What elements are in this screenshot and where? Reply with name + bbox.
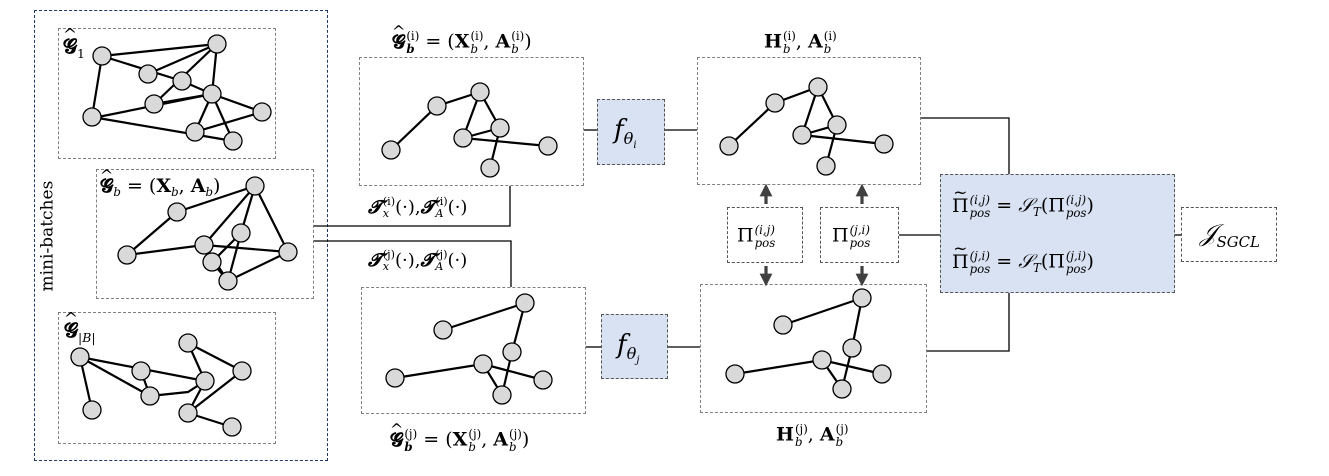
encoder-j-label: fθj [617, 330, 640, 366]
connector-batch-to-view-i [314, 186, 511, 227]
connector-embed-i-sinkhorn [921, 117, 1010, 174]
embedding-i-box [697, 57, 921, 185]
graph-b-label: 𝓖b = (Xb, Ab) [100, 177, 220, 199]
graph-view-j [385, 293, 553, 405]
sinkhorn-box [940, 174, 1175, 293]
pi-ji-box [820, 207, 899, 263]
connector-lines [314, 117, 1181, 352]
graph-embedding-i [719, 77, 894, 176]
view-i-box [359, 57, 584, 186]
embedding-j-title: H(j)b, A(j)b [776, 422, 849, 449]
pi-ij-label: Π(i,j)pos [737, 223, 776, 250]
view-i-title: 𝓖(i)b = (X(i)b, A(i)b) [392, 30, 532, 55]
graph-embedding-j [725, 288, 892, 399]
encoder-j-box [601, 314, 668, 379]
graph-b-box [96, 169, 314, 299]
augmentation-i-label: 𝓣(i)x(·),𝓣(i)A(·) [368, 195, 468, 221]
view-j-box [361, 287, 586, 414]
graph-1 [82, 34, 272, 151]
graph-B-box [58, 312, 276, 444]
sinkhorn-eq-ij: Π(i,j)pos = 𝒮T(Π(i,j)pos) [952, 194, 1094, 219]
connector-batch-to-view-j [314, 240, 512, 287]
pi-ji-label: Π(j,i)pos [832, 223, 871, 250]
sinkhorn-eq-ji: Π(j,i)pos = 𝒮T(Π(j,i)pos) [952, 250, 1094, 275]
graph-1-box [58, 28, 276, 159]
encoder-i-box [597, 99, 665, 165]
graph-view-i [381, 82, 558, 178]
graph-b [117, 176, 298, 291]
embedding-i-title: H(i)b, A(i)b [764, 29, 837, 56]
graph-1-label: 𝓖1 [63, 36, 85, 59]
augmentation-j-label: 𝓣(j)x(·),𝓣(j)A(·) [368, 248, 468, 274]
bidirectional-arrows [759, 183, 869, 287]
loss-box [1181, 207, 1277, 262]
graph-B [70, 333, 252, 437]
loss-label: 𝒥SGCL [1200, 219, 1260, 251]
embedding-j-box [700, 284, 927, 413]
pi-ij-box [727, 207, 803, 263]
view-j-title: 𝓖(j)b = (X(j)b, A(j)b) [390, 428, 529, 453]
mini-batches-frame [34, 10, 328, 461]
encoder-i-label: fθi [614, 115, 637, 151]
connector-embed-j-sinkhorn [927, 293, 1010, 352]
graph-B-label: 𝓖|B| [64, 320, 96, 343]
